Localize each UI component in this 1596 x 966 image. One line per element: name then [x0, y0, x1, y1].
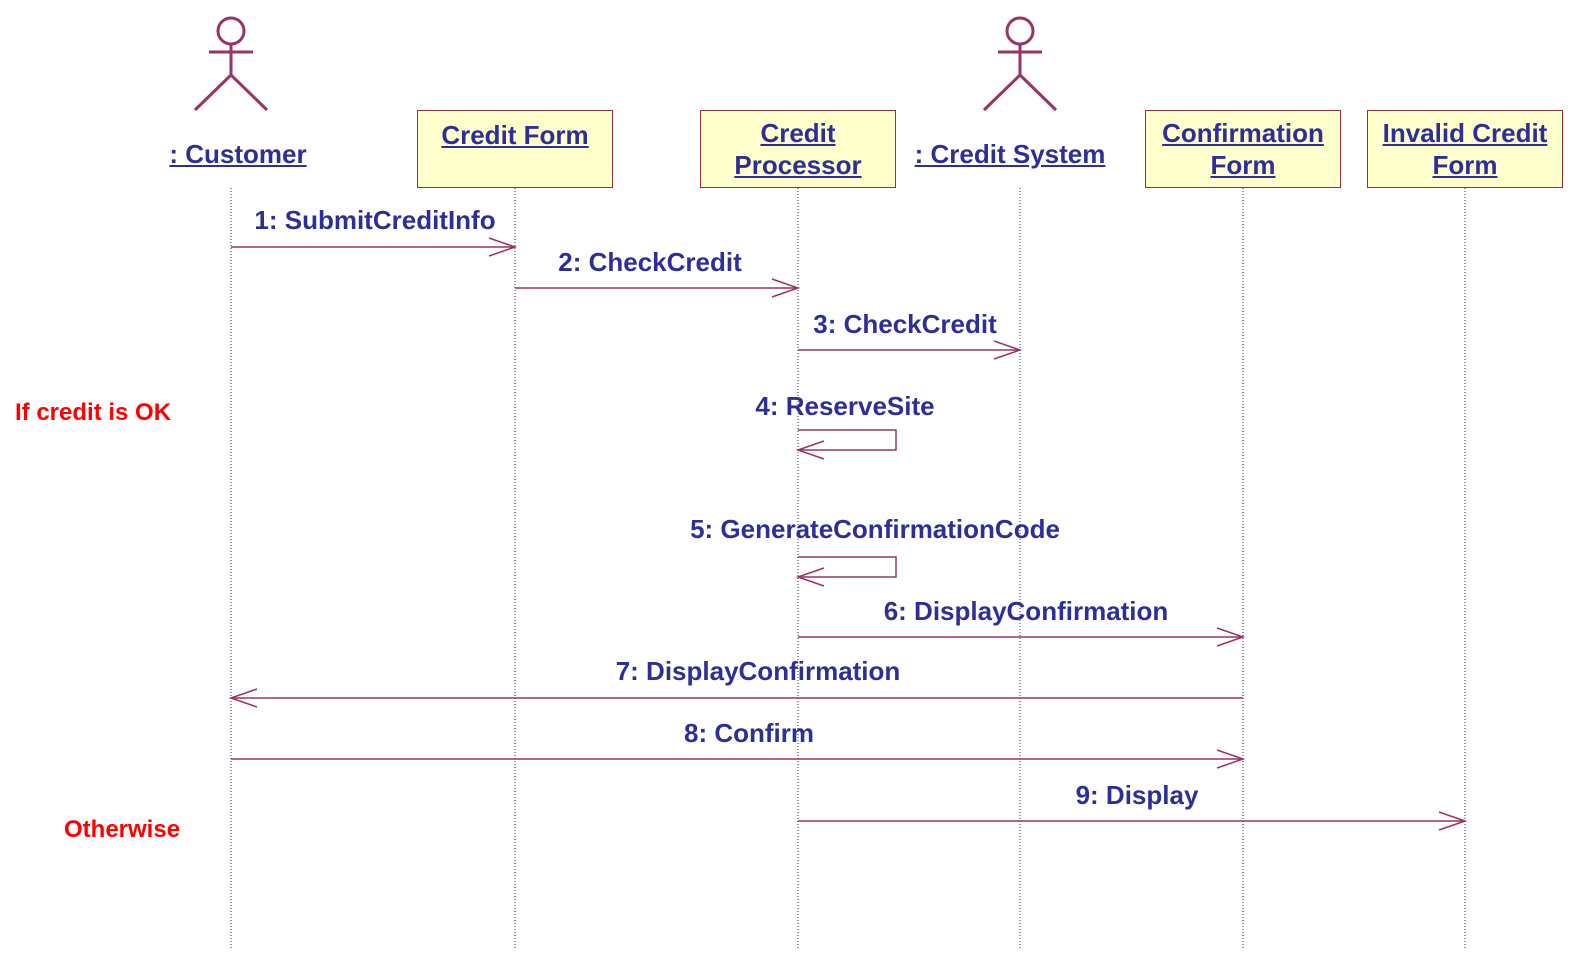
message-7-arrowhead — [228, 688, 258, 708]
message-4-arrowhead — [795, 440, 825, 460]
participant-credit-processor-box: Credit Processor — [700, 110, 896, 188]
participant-credit-system-label: : Credit System — [914, 139, 1106, 169]
actor-credit-system-icon — [982, 16, 1058, 112]
message-2-label: 2: CheckCredit — [558, 247, 742, 277]
message-6-label: 6: DisplayConfirmation — [883, 596, 1169, 626]
participant-credit-form-label: Credit Form — [441, 120, 589, 150]
actor-customer-icon — [193, 16, 269, 112]
participant-credit-form-box: Credit Form — [417, 110, 613, 188]
message-4-arrow — [798, 429, 897, 451]
participant-customer-label: : Customer — [169, 139, 307, 169]
message-5-arrowhead — [795, 567, 825, 587]
participant-confirmation-form-label: Confirmation Form — [1162, 118, 1324, 180]
message-4-label: 4: ReserveSite — [755, 391, 935, 421]
message-9-arrowhead — [1438, 811, 1468, 831]
condition-otherwise: Otherwise — [64, 816, 181, 843]
message-6-arrowhead — [1216, 627, 1246, 647]
message-3-arrowhead — [993, 340, 1023, 360]
message-7-label: 7: DisplayConfirmation — [615, 656, 901, 686]
participant-invalid-credit-form-label: Invalid Credit Form — [1382, 118, 1548, 180]
message-1-arrowhead — [488, 237, 518, 257]
message-9-label: 9: Display — [1075, 780, 1199, 810]
message-8-arrowhead — [1216, 749, 1246, 769]
participant-credit-processor-label: Credit Processor — [734, 118, 862, 180]
message-2-arrowhead — [771, 278, 801, 298]
participant-confirmation-form-box: Confirmation Form — [1145, 110, 1341, 188]
message-3-label: 3: CheckCredit — [813, 309, 997, 339]
participant-invalid-credit-form-box: Invalid Credit Form — [1367, 110, 1563, 188]
message-8-label: 8: Confirm — [684, 718, 814, 748]
condition-credit-ok: If credit is OK — [15, 399, 172, 426]
message-5-label: 5: GenerateConfirmationCode — [690, 514, 1060, 544]
message-1-label: 1: SubmitCreditInfo — [254, 205, 496, 235]
message-5-arrow — [798, 556, 897, 578]
